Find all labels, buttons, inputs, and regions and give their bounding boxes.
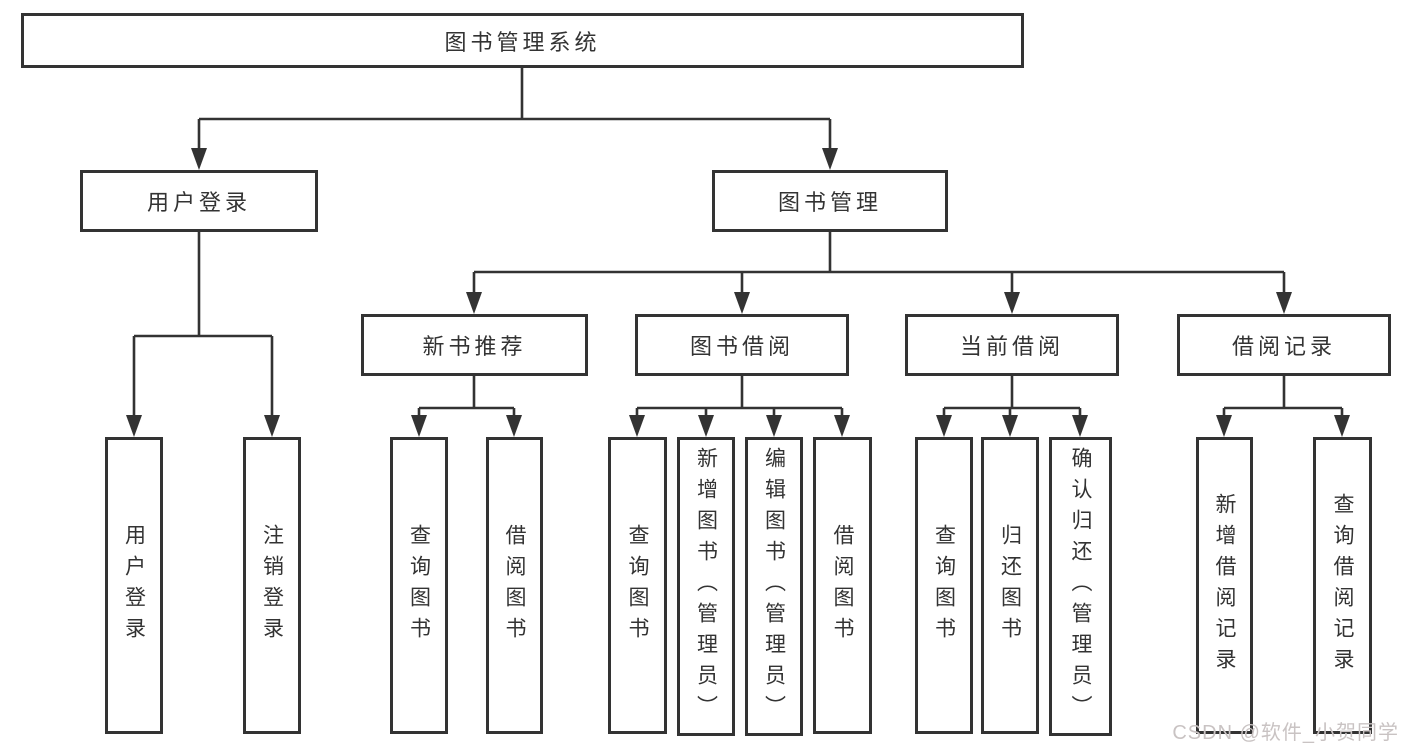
node-book-borrow: 图书借阅 — [635, 314, 849, 376]
node-label: 查询图书 — [626, 523, 650, 648]
node-label: 新增图书（管理员） — [694, 447, 718, 726]
node-new-book-recommend: 新书推荐 — [361, 314, 588, 376]
node-label: 归还图书 — [998, 523, 1022, 648]
node-label: 图书管理 — [777, 190, 882, 215]
node-label: 用户登录 — [122, 523, 146, 648]
leaf-user-login: 用户登录 — [105, 437, 163, 734]
node-label: 用户登录 — [146, 190, 251, 215]
node-label: 确认归还（管理员） — [1069, 447, 1093, 726]
node-label: 借阅记录 — [1231, 334, 1336, 359]
node-label: 当前借阅 — [959, 334, 1064, 359]
node-current-borrow: 当前借阅 — [905, 314, 1119, 376]
leaf-borrow-add-book-admin: 新增图书（管理员） — [677, 437, 735, 736]
node-label: 查询借阅记录 — [1331, 492, 1355, 679]
leaf-logout: 注销登录 — [243, 437, 301, 734]
csdn-watermark: CSDN @软件_小贺同学 — [1172, 722, 1399, 744]
node-label: 编辑图书（管理员） — [762, 447, 786, 726]
node-label: 查询图书 — [932, 523, 956, 648]
node-user-login: 用户登录 — [80, 170, 318, 232]
node-label: 图书管理系统 — [444, 29, 601, 55]
leaf-recommend-borrow-book: 借阅图书 — [486, 437, 543, 734]
node-book-management: 图书管理 — [712, 170, 948, 232]
leaf-current-query-book: 查询图书 — [915, 437, 973, 734]
node-label: 查询图书 — [407, 523, 431, 648]
leaf-borrow-borrow-book: 借阅图书 — [813, 437, 872, 734]
leaf-records-add-record: 新增借阅记录 — [1196, 437, 1253, 734]
node-label: 新书推荐 — [422, 334, 527, 359]
leaf-current-confirm-return-admin: 确认归还（管理员） — [1049, 437, 1112, 736]
leaf-records-query-record: 查询借阅记录 — [1313, 437, 1372, 734]
leaf-borrow-edit-book-admin: 编辑图书（管理员） — [745, 437, 803, 736]
arrowhead-icons — [126, 148, 1350, 437]
node-label: 新增借阅记录 — [1213, 492, 1237, 679]
node-label: 借阅图书 — [503, 523, 527, 648]
node-root: 图书管理系统 — [21, 13, 1024, 68]
node-label: 图书借阅 — [689, 334, 794, 359]
node-label: 注销登录 — [260, 523, 284, 648]
node-label: 借阅图书 — [831, 523, 855, 648]
leaf-borrow-query-book: 查询图书 — [608, 437, 667, 734]
leaf-current-return-book: 归还图书 — [981, 437, 1039, 734]
leaf-recommend-query-book: 查询图书 — [390, 437, 448, 734]
node-borrow-records: 借阅记录 — [1177, 314, 1391, 376]
